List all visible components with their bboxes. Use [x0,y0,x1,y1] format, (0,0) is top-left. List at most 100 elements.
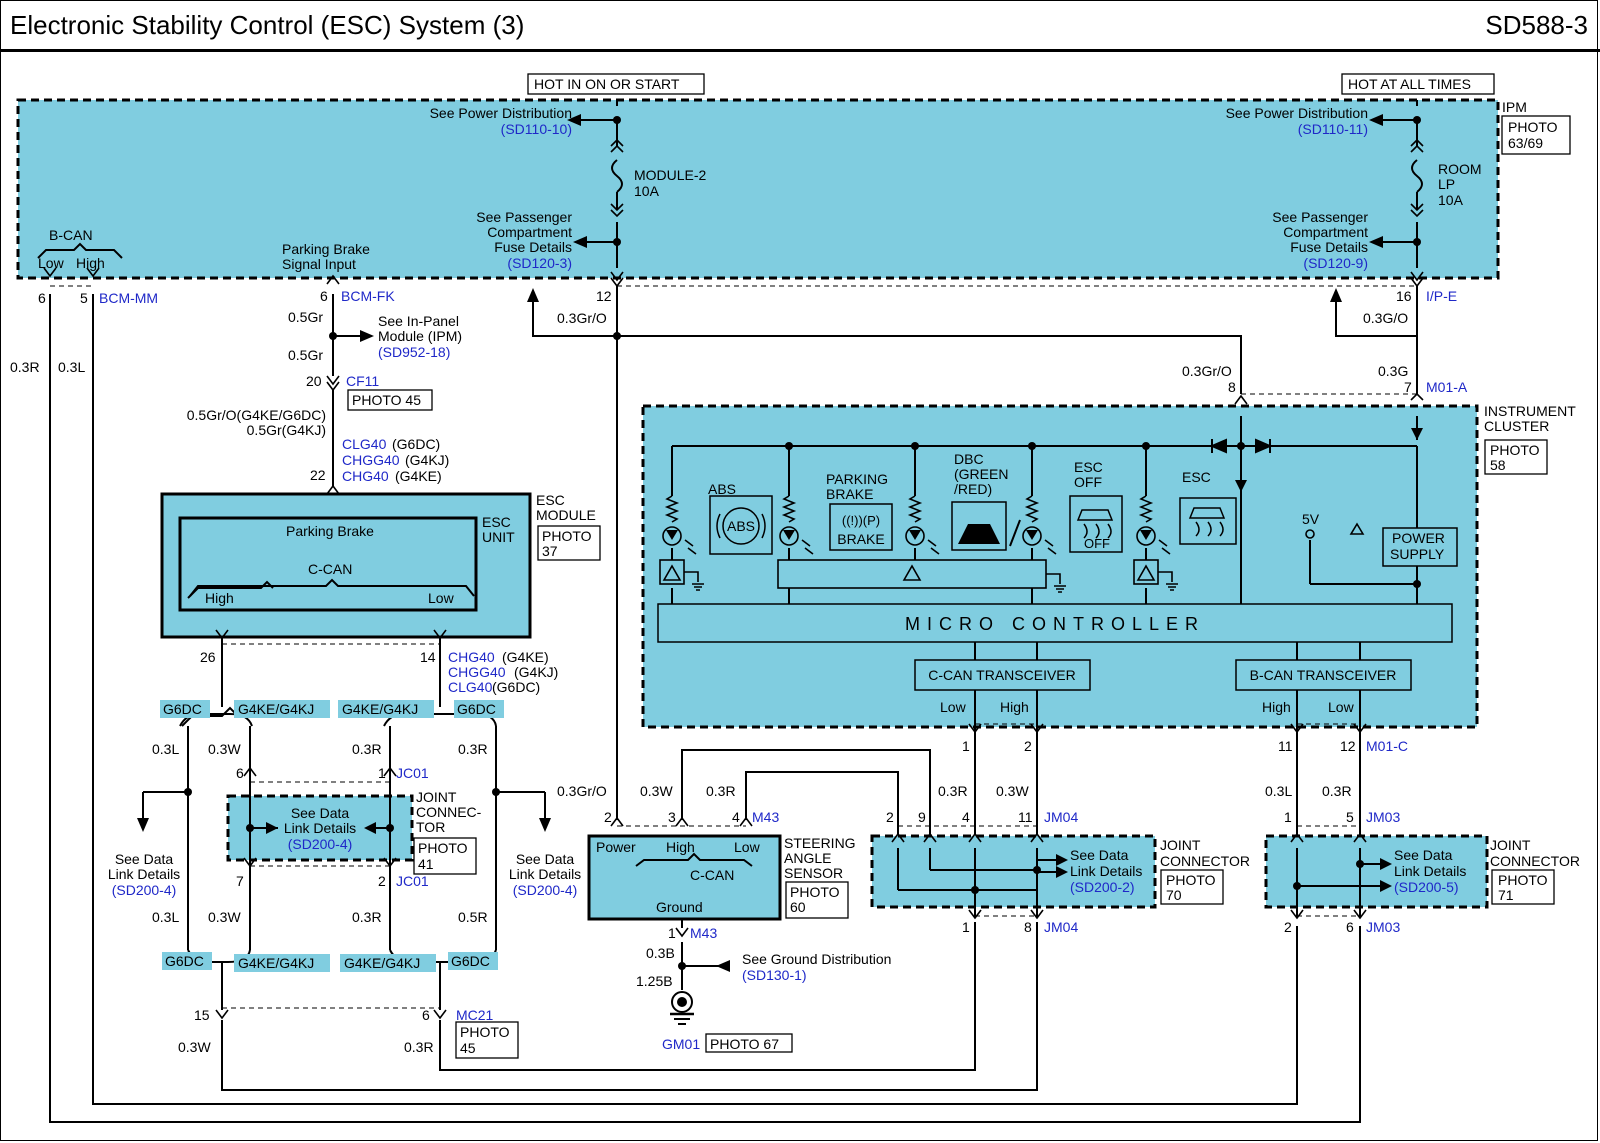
connector-gm01: GM01 [662,1036,700,1052]
esc-photo-label: PHOTO [542,528,592,544]
sensor-c-can: C-CAN [690,867,734,883]
tag-g6dc-bottom-right: G6DC [451,953,490,969]
jm04-joint-label-2: CONNECTOR [1160,853,1250,869]
tag-g4ke-g4kj-top-1: G4KE/G4KJ [238,701,314,717]
c-can-transceiver-block [914,659,1091,691]
right-passenger-fuse-2: Compartment [1283,224,1368,240]
pin-6-bcm-fk: 6 [320,288,328,304]
left-data-link-ref: (SD200-4) [112,882,177,898]
esc-off-lamp-1: ESC [1074,459,1103,475]
pin-16: 16 [1396,288,1412,304]
abs-lamp-icon [709,495,773,555]
pin-3-sensor: 3 [668,809,676,825]
document-code: SD588-3 [1485,10,1588,40]
wires [37,100,1423,1123]
steering-photo-number: 60 [790,899,806,915]
b-can-high-label: High [76,255,105,271]
micro-controller-block [657,603,1453,643]
mc21-photo-number: 45 [460,1040,476,1056]
jm04-data-link-ref: (SD200-2) [1070,879,1135,895]
tag-g6dc-top-right: G6DC [457,701,496,717]
jm04-pin-11: 11 [1018,809,1033,825]
parking-brake-wire-2: 0.5Gr(G4KJ) [247,422,326,438]
warning-lamp-circuits [659,495,1365,593]
esc-off-lamp-icon [1069,495,1123,553]
left-data-link-1: See Data [115,851,174,867]
jm03-pin-2: 2 [1284,919,1292,935]
cluster-triangle-leds [666,530,1152,540]
connector-m43-bottom: M43 [690,925,717,941]
steering-label-2: ANGLE [784,850,831,866]
esc-lamp-label: ESC [1182,469,1211,485]
tag-g4ke-g4kj-bottom-1: G4KE/G4KJ [238,955,314,971]
esc-connector-clg40: CLG40 [342,436,387,452]
esc-bottom-chg40-suffix: (G4KE) [502,649,549,665]
connector-jm04-bottom: JM04 [1044,919,1078,935]
esc-unit-box [178,516,478,612]
wire-0.5gr-b: 0.5Gr [288,347,323,363]
esc-c-can: C-CAN [308,561,352,577]
b-can-low: Low [1328,699,1355,715]
wire-0.3gr-o-sensor: 0.3Gr/O [557,783,607,799]
esc-unit-label-1: ESC [482,514,511,530]
sensor-low: Low [734,839,761,855]
fuse-module-2-rating: 10A [634,183,660,199]
left-passenger-fuse-ref: (SD120-3) [507,255,572,271]
pin-20: 20 [306,373,322,389]
jc01-joint-label-1: JOINT [416,789,457,805]
connector-jc01-top: JC01 [396,765,429,781]
esc-high: High [205,590,234,606]
wire-0.3r-jm04: 0.3R [938,783,968,799]
wire-0.3r-jm03: 0.3R [1322,783,1352,799]
parking-brake-lamp-1: PARKING [826,471,888,487]
pin-22: 22 [310,467,326,483]
jc01-joint-label-3: TOR [416,819,445,835]
ipm-label: IPM [1502,99,1527,115]
connector-bcm-mm: BCM-MM [99,290,158,306]
hot-in-on-label: HOT IN ON OR START [534,76,680,92]
pin-6-mc21: 6 [422,1007,430,1023]
jm03-pin-1: 1 [1284,809,1292,825]
arrows-and-junctions [137,114,1423,972]
tag-g4ke-g4kj-bottom-2: G4KE/G4KJ [344,955,420,971]
wire-0.3w-a: 0.3W [208,741,241,757]
power-supply-2: SUPPLY [1390,546,1445,562]
jm03-joint-label-2: CONNECTOR [1490,853,1580,869]
tag-g6dc-top-left: G6DC [163,701,202,717]
pin-7-cluster: 7 [1404,379,1412,395]
pin-2-cluster: 2 [1024,738,1032,754]
connector-pair-dashes [50,285,1417,1009]
wire-0.5r: 0.5R [458,909,488,925]
wire-0.3g-o-top: 0.3G/O [1363,310,1408,326]
jm04-pin-8: 8 [1024,919,1032,935]
pin-5-bcm: 5 [80,290,88,306]
jm04-pin-2: 2 [886,809,894,825]
pin-12-cluster: 12 [1340,738,1356,754]
parking-brake-signal-2: Signal Input [282,256,356,272]
connector-m01-a: M01-A [1426,379,1468,395]
abs-icon-text: ABS [727,518,755,534]
esc-module-label-1: ESC [536,492,565,508]
right-passenger-fuse-1: See Passenger [1272,209,1368,225]
right-passenger-fuse-ref: (SD120-9) [1303,255,1368,271]
esc-connector-clg40-suffix: (G6DC) [392,436,440,452]
jm04-data-link-1: See Data [1070,847,1129,863]
pin-2-jc01: 2 [378,873,386,889]
esc-bottom-chgg40: CHGG40 [448,664,506,680]
b-can-transceiver-label: B-CAN TRANSCEIVER [1250,667,1397,683]
jc01-photo-label: PHOTO [418,840,468,856]
left-data-link-2: Link Details [108,866,180,882]
jm04-photo-label: PHOTO [1166,872,1216,888]
ground-distribution-ref: (SD130-1) [742,967,807,983]
micro-controller-label: MICRO CONTROLLER [905,614,1205,634]
esc-connector-chgg40: CHGG40 [342,452,400,468]
dbc-lamp-2: (GREEN [954,466,1008,482]
jm04-pin-9: 9 [918,809,926,825]
steering-label-1: STEERING [784,835,856,851]
page-title: Electronic Stability Control (ESC) Syste… [10,10,525,40]
sensor-ground: Ground [656,899,703,915]
steering-photo-label: PHOTO [790,884,840,900]
fuse-room-lp-rating: 10A [1438,192,1464,208]
wire-0.3g-ic: 0.3G [1378,363,1408,379]
